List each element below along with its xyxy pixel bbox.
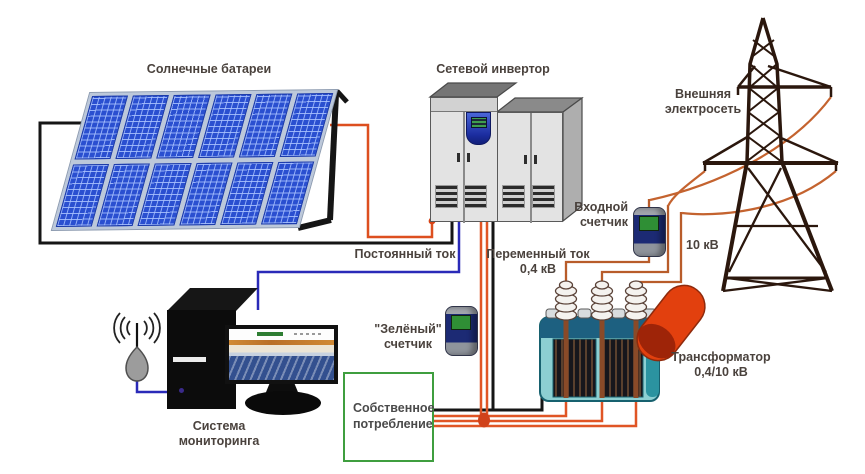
- label-10kv: 10 кВ: [686, 238, 719, 252]
- green-meter: [445, 306, 478, 356]
- monitor-wire-blue: [256, 215, 461, 310]
- label-external-grid: Внешняя электросеть: [664, 87, 742, 116]
- pc-power-led: [179, 388, 184, 393]
- website-logo: [257, 332, 283, 336]
- own-consumption-label-line1: Собственное: [353, 401, 435, 415]
- website-nav-links: [294, 333, 324, 335]
- dc-wire-black: [38, 121, 454, 245]
- own-consumption-label-line2: потребление: [353, 417, 433, 431]
- transmission-tower: [702, 17, 839, 293]
- inverter-door-handle: [457, 153, 460, 162]
- inverter-door-handle: [467, 153, 470, 162]
- label-inverter: Сетевой инвертор: [436, 62, 550, 76]
- monitor-screen-header: [229, 329, 334, 340]
- label-transformer: Трансформатор 0,4/10 кВ: [671, 350, 771, 379]
- transformer-pipes: [563, 320, 639, 398]
- transformer-tank: [636, 284, 706, 362]
- pc-top-face: [167, 288, 258, 311]
- solar-panel: [51, 89, 338, 231]
- label-solar-panels: Солнечные батареи: [146, 62, 272, 76]
- meter-screen: [639, 216, 659, 231]
- inverter-vent: [464, 185, 487, 208]
- pc-tower: [167, 310, 236, 409]
- monitor-screen: [229, 345, 334, 380]
- website-nav-bar: [229, 340, 334, 345]
- inverter-display: [466, 112, 491, 145]
- transformer-fins: [552, 338, 597, 398]
- inverter-top-panel: [431, 98, 497, 112]
- inverter-display-screen: [471, 117, 487, 128]
- label-monitoring: Система мониторинга: [178, 419, 260, 448]
- pc-drive-slot: [173, 357, 206, 362]
- own-consumption-box: Собственное потребление: [343, 372, 434, 462]
- antenna-wire-blue: [135, 380, 170, 394]
- inverter-door-handle: [534, 155, 537, 164]
- transformer: [539, 280, 706, 402]
- input-meter: [633, 207, 666, 257]
- transformer-bushings: [554, 280, 648, 321]
- meter-screen: [451, 315, 471, 330]
- label-input-meter: Входной счетчик: [574, 200, 628, 229]
- monitor: [225, 325, 338, 384]
- monitor-stand: [245, 380, 321, 415]
- label-dc-current: Постоянный ток: [354, 247, 456, 261]
- junction-dot: [478, 412, 490, 428]
- inverter-vent: [532, 185, 555, 208]
- inverter-vent: [502, 185, 525, 208]
- wifi-antenna-icon: [113, 312, 161, 382]
- dc-wire-red: [330, 123, 434, 239]
- inverter-top-faces: [428, 82, 584, 223]
- inverter-vent: [435, 185, 458, 208]
- label-ac-current: Переменный ток 0,4 кВ: [486, 247, 590, 276]
- inverter-door-split: [530, 113, 532, 223]
- ac-wires-orange: [430, 215, 638, 428]
- inverter-door-handle: [524, 155, 527, 164]
- label-green-meter: "Зелёный" счетчик: [374, 322, 442, 351]
- inverter-door-split: [463, 112, 465, 223]
- solar-panel-stand: [297, 89, 349, 231]
